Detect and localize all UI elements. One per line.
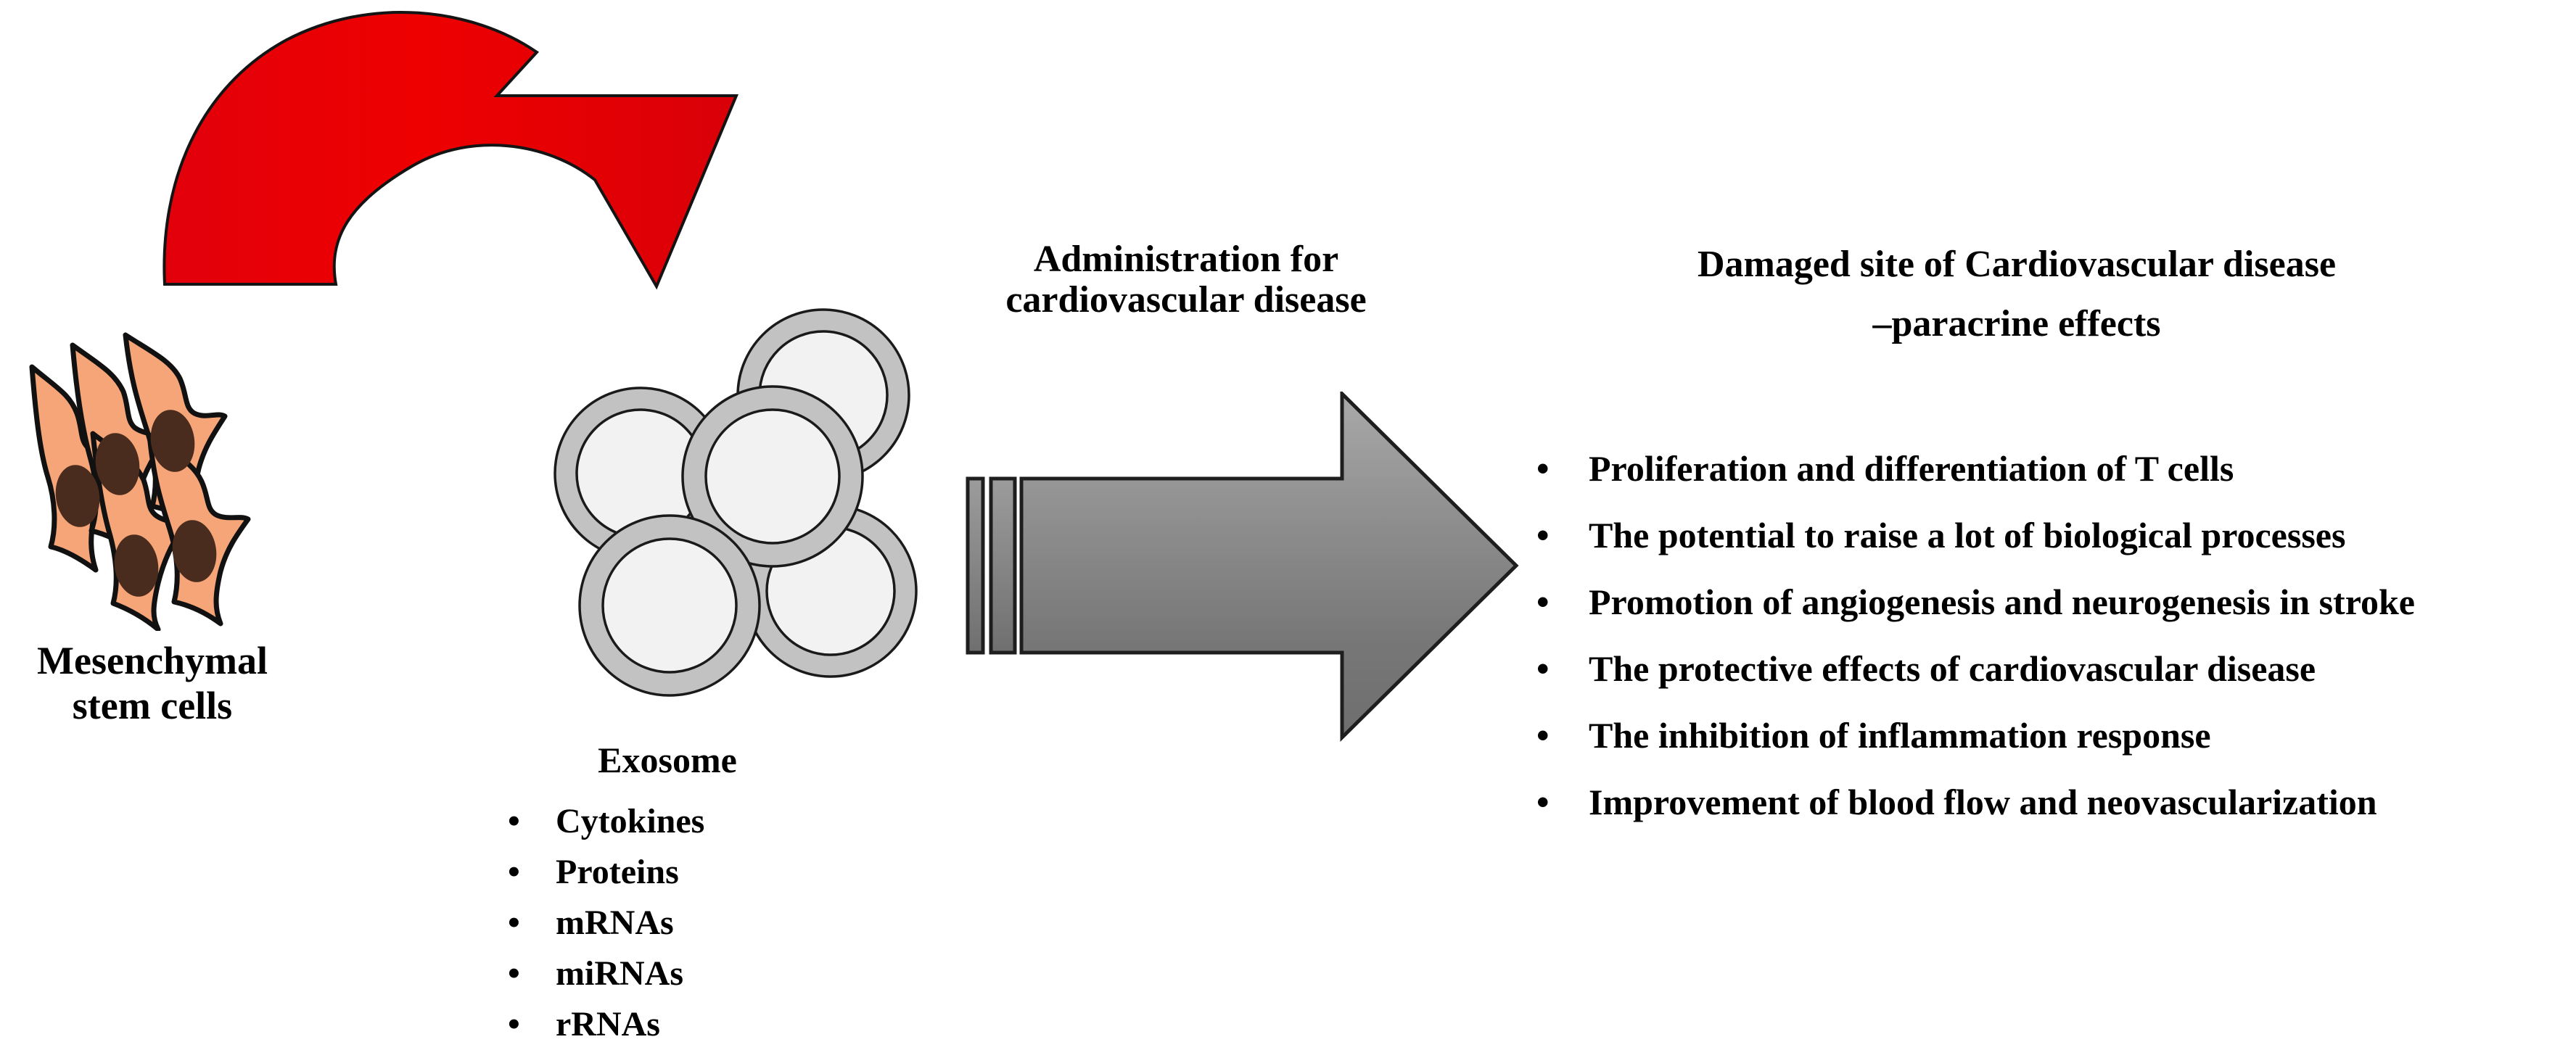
damaged-site-line1: Damaged site of Cardiovascular disease [1697,244,2337,285]
list-item: • The inhibition of inflammation respons… [1536,702,2574,769]
mesenchymal-stem-cells-icon [7,319,297,632]
list-item: • mRNAs [508,898,885,948]
bullet-icon: • [1536,715,1550,756]
exosome-cargo-label: mRNAs [556,904,674,942]
bullet-icon: • [1536,448,1550,489]
paracrine-effects-list: • Proliferation and differentiation of T… [1536,435,2574,835]
exosome-vesicles-icon [533,286,925,722]
list-item: • The protective effects of cardiovascul… [1536,635,2574,702]
exosome-label: Exosome [598,740,737,780]
paracrine-effect-label: Proliferation and differentiation of T c… [1589,448,2234,489]
damaged-site-line2: –paracrine effects [1872,303,2161,344]
mesenchymal-stem-cells-label: Mesenchymal stem cells [0,638,305,728]
exosome-cargo-label: Proteins [556,853,679,891]
administration-line2: cardiovascular disease [1005,279,1367,321]
paracrine-effect-label: The potential to raise a lot of biologic… [1589,515,2346,555]
list-item: • rRNAs [508,999,885,1050]
paracrine-effect-label: The inhibition of inflammation response [1589,715,2211,756]
list-item: • Proteins [508,847,885,898]
administration-line1: Administration for [1033,239,1339,280]
paracrine-effect-label: Improvement of blood flow and neovascula… [1589,782,2377,822]
bullet-icon: • [508,1005,520,1043]
list-item: • miRNAs [508,948,885,999]
bullet-icon: • [508,904,520,942]
paracrine-effect-label: The protective effects of cardiovascular… [1589,648,2316,689]
bullet-icon: • [508,802,520,840]
exosome-cargo-label: miRNAs [556,954,683,993]
curved-down-arrow-icon [131,0,783,305]
list-item: • Improvement of blood flow and neovascu… [1536,769,2574,835]
bullet-icon: • [508,954,520,993]
bullet-icon: • [1536,515,1550,555]
damaged-site-heading: Damaged site of Cardiovascular disease –… [1465,243,2568,346]
exosome-cargo-label: Cytokines [556,802,705,840]
bullet-icon: • [1536,648,1550,689]
bullet-icon: • [508,853,520,891]
list-item: • Proliferation and differentiation of T… [1536,435,2574,502]
list-item: • Cytokines [508,796,885,847]
exosome-cargo-list: • Cytokines • Proteins • mRNAs • miRNAs … [508,796,885,1050]
right-block-arrow-icon [958,389,1538,769]
paracrine-effect-label: Promotion of angiogenesis and neurogenes… [1589,582,2415,622]
msc-label-line1: Mesenchymal [37,639,268,682]
list-item: • The potential to raise a lot of biolog… [1536,502,2574,569]
exosome-cargo-label: rRNAs [556,1005,660,1043]
msc-label-line2: stem cells [72,684,233,727]
bullet-icon: • [1536,582,1550,622]
bullet-icon: • [1536,782,1550,822]
administration-heading: Administration for cardiovascular diseas… [936,239,1436,321]
list-item: • Promotion of angiogenesis and neurogen… [1536,569,2574,635]
